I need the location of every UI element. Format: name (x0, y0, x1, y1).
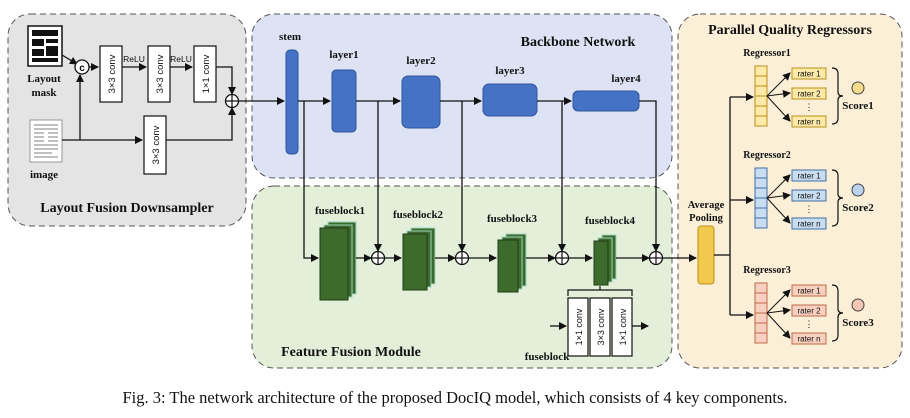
add-node-downsampler (224, 93, 240, 109)
fusion-panel (251, 185, 673, 369)
rater-label: rater 2 (797, 307, 821, 316)
fuseblock-detail-label: fuseblock (525, 351, 571, 363)
fuseblock2-stack (402, 227, 436, 291)
relu-label-1: ReLU (123, 54, 145, 64)
conv3x3-box-2: 3×3 conv (147, 45, 171, 103)
rater-box (791, 169, 827, 182)
layout-mask-label-2: mask (31, 87, 57, 99)
fuseblock4-stack (593, 234, 617, 286)
score-3-label: Score3 (842, 317, 874, 329)
add-node-3 (554, 250, 570, 266)
rater-box (791, 304, 827, 317)
rater-ellipsis: ⋮ (805, 102, 814, 112)
stem-label: stem (279, 31, 301, 43)
pooling-label-1: Average (688, 200, 725, 211)
add-node-1 (370, 250, 386, 266)
regressor-2: Regressor2 rater 1 rater 2 rater n ⋮ Score2 (743, 150, 874, 230)
detail-conv3x3-box: 3×3 conv (589, 297, 611, 357)
pooling-label-2: Pooling (689, 213, 724, 224)
score-2-indicator (851, 183, 865, 197)
rater-label: rater n (797, 335, 820, 344)
rater-label: rater 1 (797, 287, 821, 296)
layer4-label: layer4 (611, 73, 641, 85)
conv3x3-label-2: 3×3 conv (155, 54, 166, 93)
fuseblock3-stack (497, 233, 527, 293)
conv1x1-label: 1×1 conv (201, 54, 212, 93)
score-1-indicator (851, 81, 865, 95)
rater-brace (831, 67, 844, 125)
conv1x1-box: 1×1 conv (193, 45, 217, 103)
fuseblock1-label: fuseblock1 (315, 205, 365, 217)
stem-block (285, 49, 299, 155)
concat-symbol: c (79, 63, 85, 74)
fuseblock4-label: fuseblock4 (585, 215, 636, 227)
rater-label: rater 1 (797, 70, 821, 79)
rater-box (791, 284, 827, 297)
add-node-4 (648, 250, 664, 266)
rater-label: rater 1 (797, 172, 821, 181)
rater-brace (831, 169, 844, 227)
regressor-2-label: Regressor2 (743, 150, 791, 161)
rater-label: rater 2 (797, 192, 821, 201)
fuseblock-detail-bracket (567, 286, 633, 296)
rater-label: rater n (797, 220, 820, 229)
downsampler-title: Layout Fusion Downsampler (40, 201, 213, 216)
backbone-title: Backbone Network (521, 35, 636, 50)
conv3x3-label-1: 3×3 conv (107, 54, 118, 93)
architecture-diagram: Layout Fusion Downsampler Backbone Netwo… (7, 13, 903, 369)
image-label: image (30, 169, 58, 181)
layer2-block (401, 75, 441, 129)
score-3-indicator (851, 298, 865, 312)
conv3x3-box-3: 3×3 conv (143, 115, 167, 175)
score-2-label: Score2 (842, 202, 874, 214)
detail-conv1x1-box-b: 1×1 conv (611, 297, 633, 357)
rater-box (791, 217, 827, 230)
regressors-title: Parallel Quality Regressors (708, 23, 872, 38)
rater-label: rater 2 (797, 90, 821, 99)
fusion-title: Feature Fusion Module (281, 345, 421, 360)
rater-brace (831, 284, 844, 342)
layout-mask-icon (27, 25, 63, 67)
add-node-2 (454, 250, 470, 266)
score-1-label: Score1 (842, 100, 874, 112)
layer1-block (331, 69, 357, 133)
regressor-3: Regressor3 rater 1 rater 2 rater n ⋮ Score3 (743, 265, 874, 345)
layer4-block (572, 90, 640, 112)
fuseblock1-stack (319, 221, 357, 301)
document-image-icon (29, 119, 63, 163)
regressor-panel (677, 13, 903, 369)
fuseblock3-label: fuseblock3 (487, 213, 538, 225)
rater-label: rater n (797, 118, 820, 127)
layer3-label: layer3 (495, 65, 525, 77)
layer2-label: layer2 (406, 55, 436, 67)
layout-mask-label-1: Layout (27, 73, 61, 85)
detail-conv1x1-box-a: 1×1 conv (567, 297, 589, 357)
regressor-1-label: Regressor1 (743, 48, 791, 59)
fuseblock2-label: fuseblock2 (393, 209, 444, 221)
average-pooling-block (697, 225, 715, 285)
regressor-3-label: Regressor3 (743, 265, 791, 276)
rater-ellipsis: ⋮ (805, 204, 814, 214)
rater-box (791, 67, 827, 80)
rater-box (791, 115, 827, 128)
detail-conv1x1-label-b: 1×1 conv (618, 308, 628, 345)
layer1-label: layer1 (329, 49, 358, 61)
figure-caption: Fig. 3: The network architecture of the … (122, 388, 788, 407)
regressor-1: Regressor1 rater 1 rater 2 rater n ⋮ Score1 (743, 48, 874, 128)
conv3x3-box-1: 3×3 conv (99, 45, 123, 103)
detail-conv1x1-label-a: 1×1 conv (574, 308, 584, 345)
rater-box (791, 332, 827, 345)
rater-ellipsis: ⋮ (805, 319, 814, 329)
detail-conv3x3-label: 3×3 conv (596, 308, 606, 345)
rater-box (791, 87, 827, 100)
rater-box (791, 189, 827, 202)
conv3x3-label-3: 3×3 conv (151, 125, 162, 164)
relu-label-2: ReLU (170, 54, 192, 64)
layer3-block (482, 83, 538, 117)
